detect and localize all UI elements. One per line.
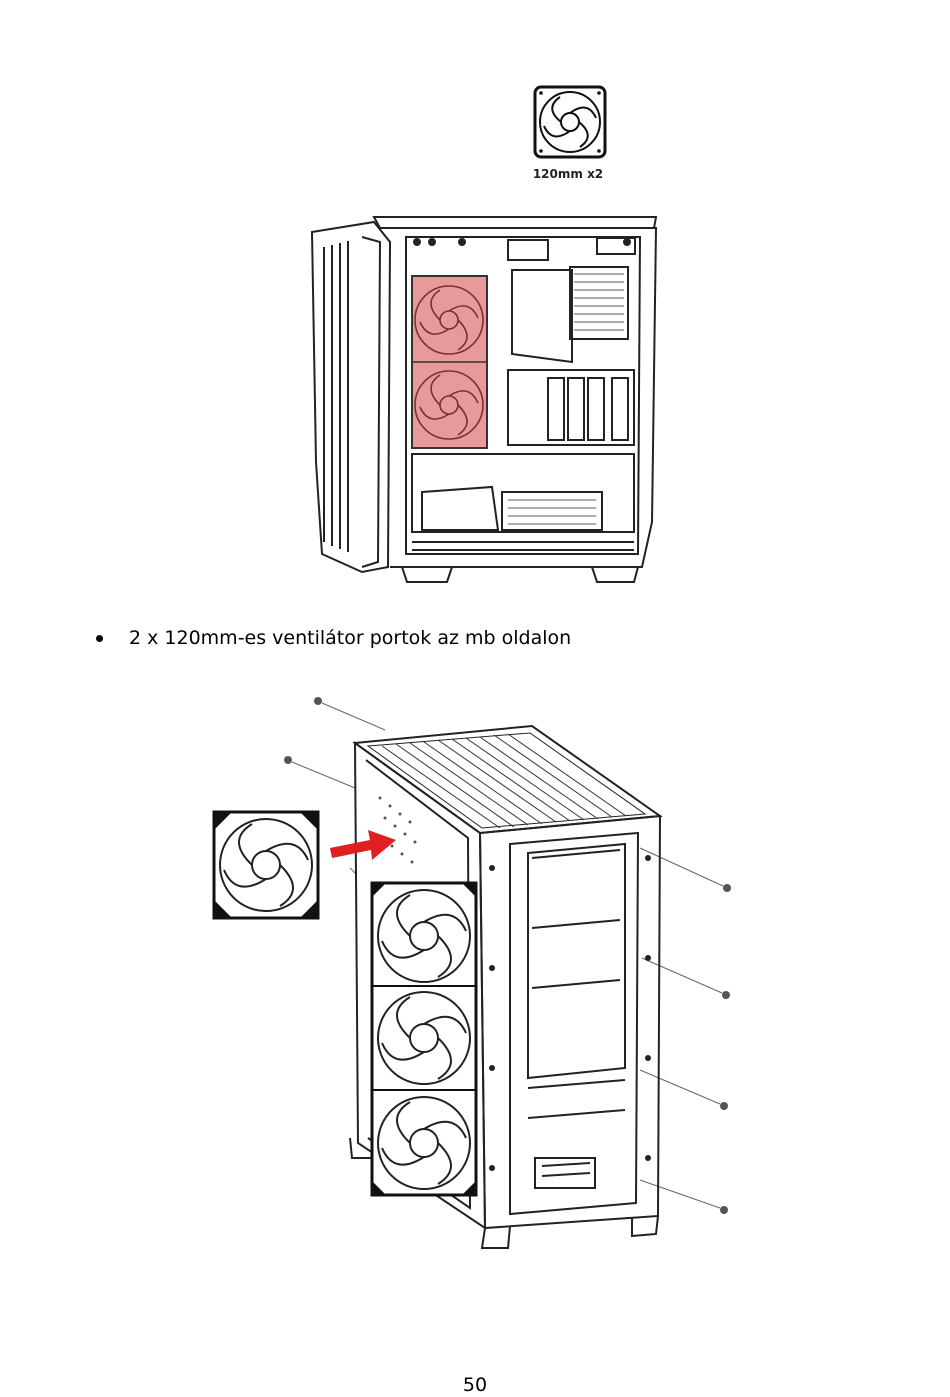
- page-number: 50: [0, 1374, 950, 1396]
- bullet-item: 2 x 120mm-es ventilátor portok az mb old…: [96, 627, 571, 649]
- bullet-dot-icon: [96, 635, 103, 642]
- fan-mount-highlight: [412, 276, 487, 448]
- bullet-text: 2 x 120mm-es ventilátor portok az mb old…: [129, 627, 571, 649]
- screw-icons: [284, 697, 731, 1214]
- installed-fan-stack: [372, 883, 476, 1195]
- insert-arrow-icon: [330, 830, 396, 860]
- case-side-illustration: 120mm x2: [262, 62, 690, 610]
- case-fan-install-figure: [170, 688, 780, 1256]
- case-fan-install-illustration: [170, 688, 780, 1256]
- fan-badge-label: 120mm x2: [533, 167, 603, 181]
- case-side-figure: 120mm x2: [262, 62, 690, 610]
- fan-badge: [535, 87, 605, 157]
- loose-fan-icon: [214, 812, 318, 918]
